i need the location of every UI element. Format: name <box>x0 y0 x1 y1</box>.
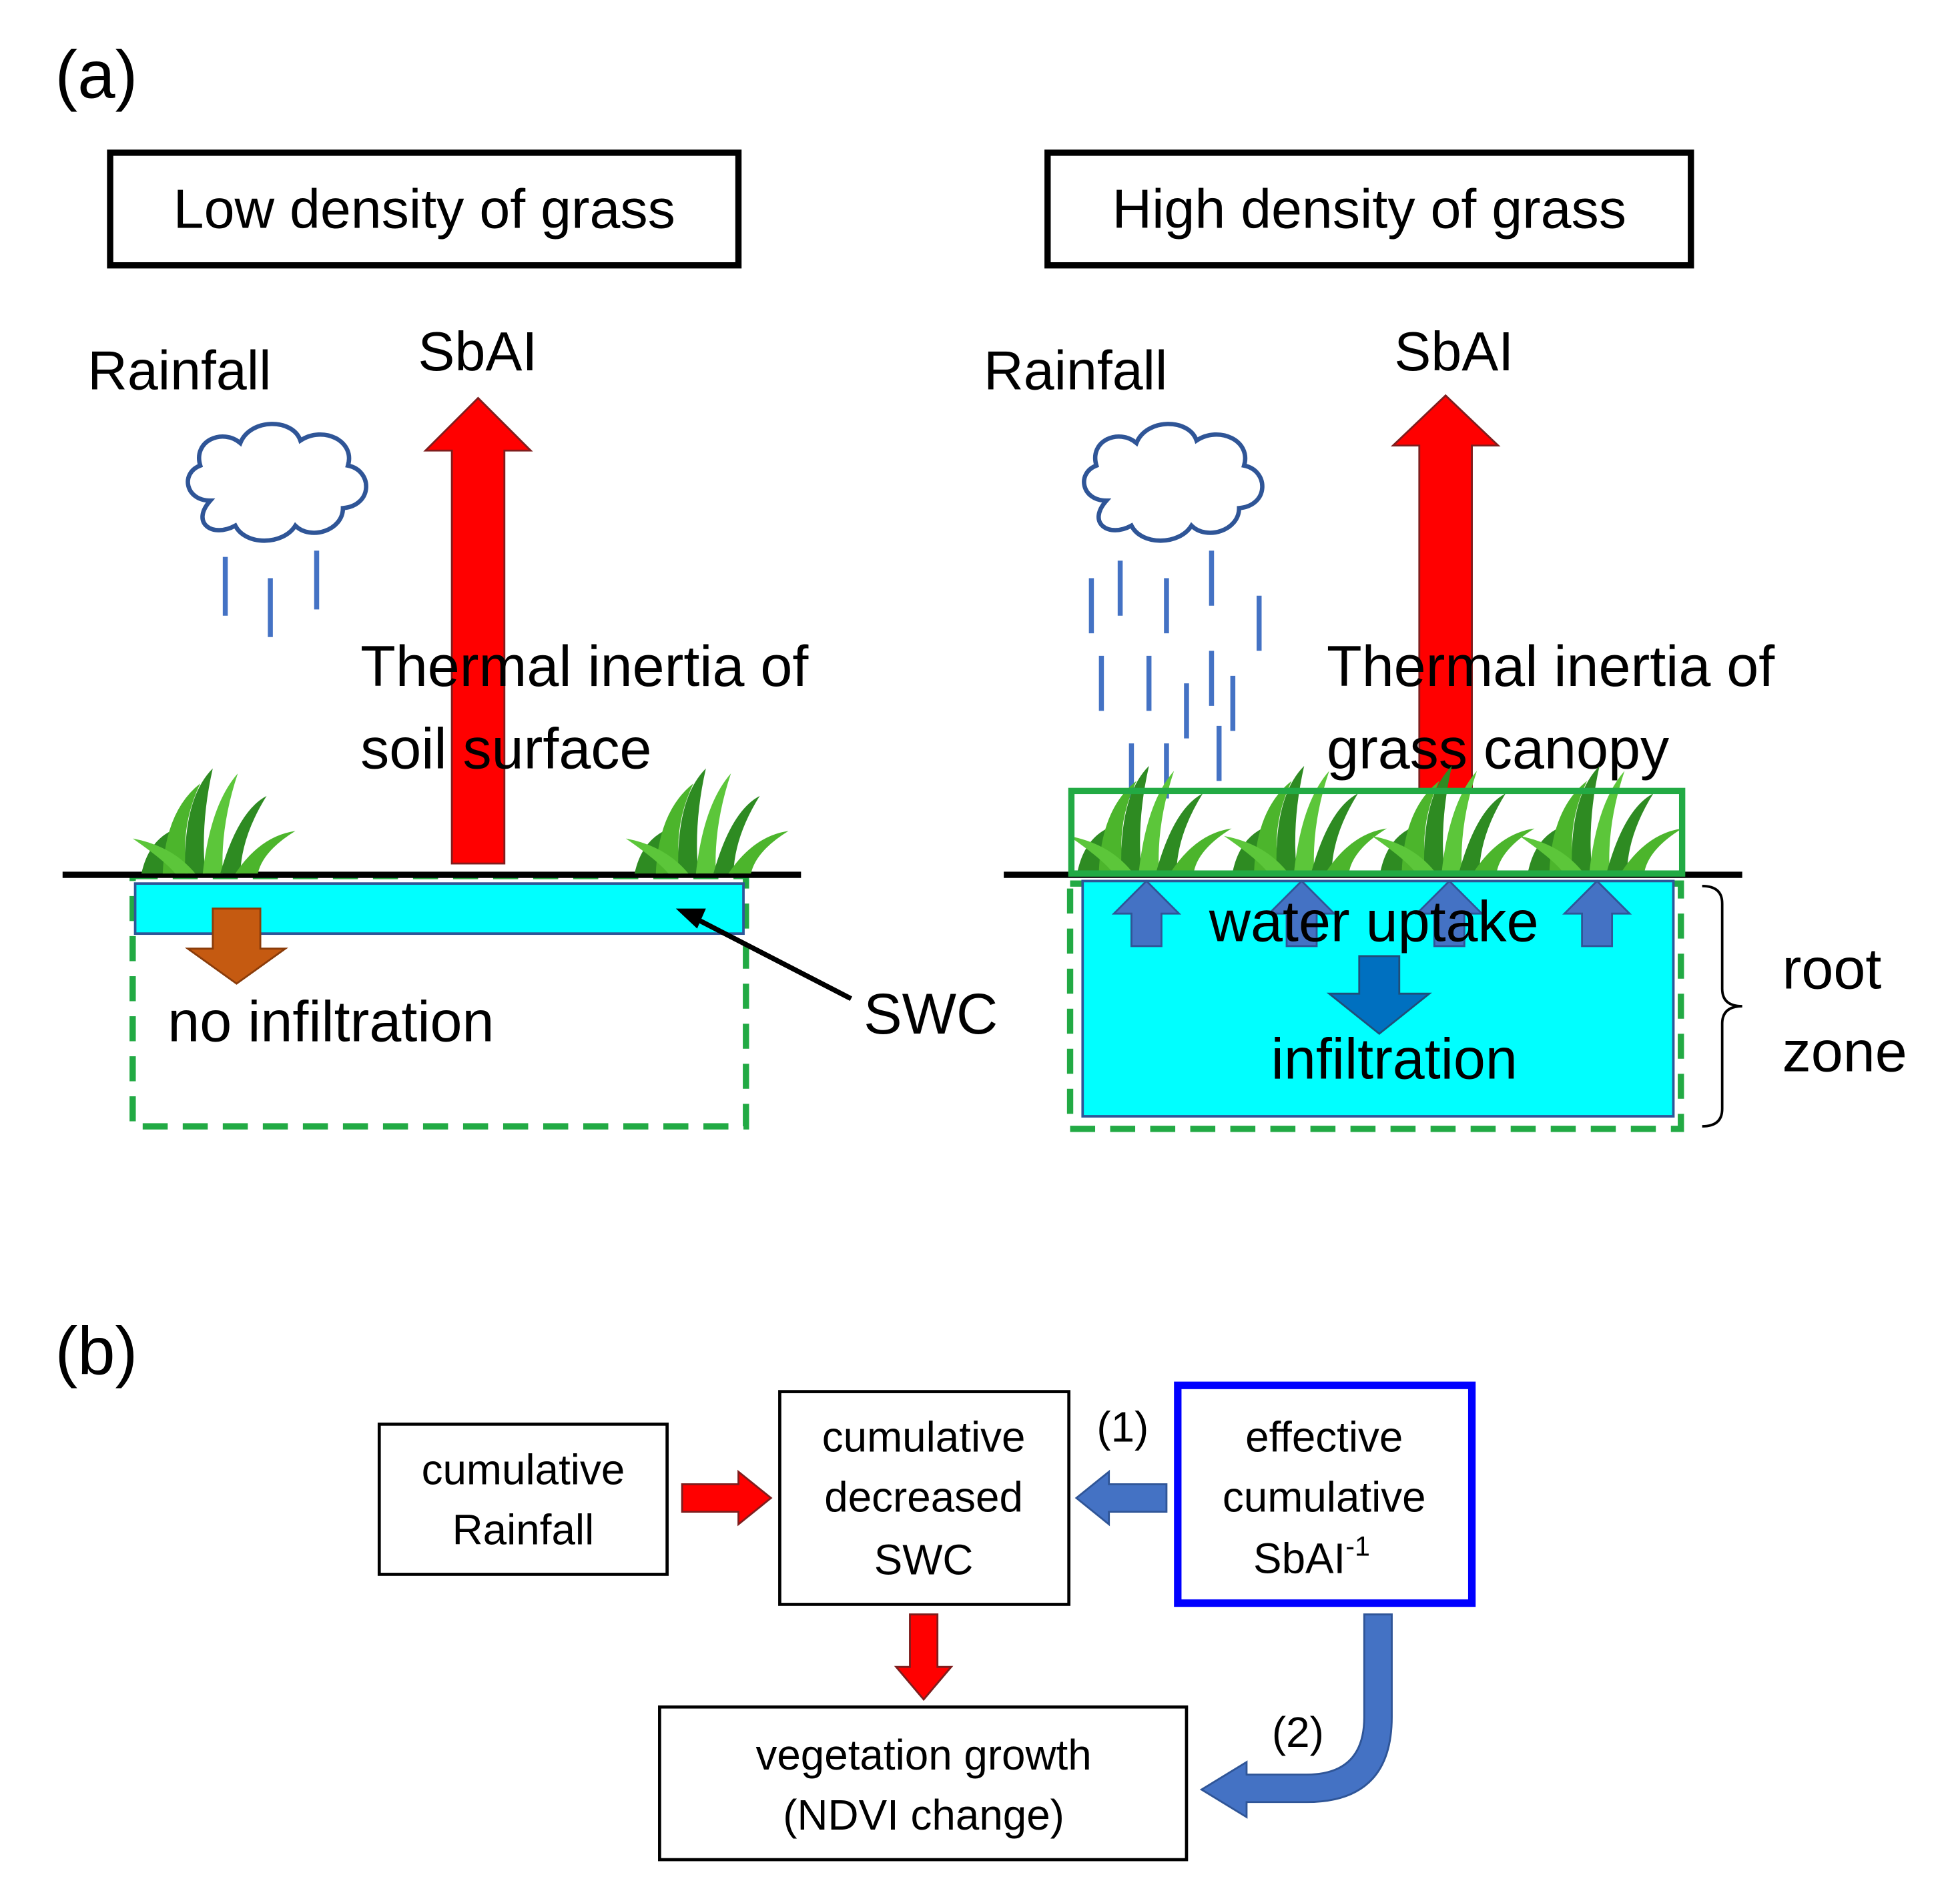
panel-a-label: (a) <box>55 37 138 112</box>
label-path-1: (1) <box>1096 1403 1149 1451</box>
left-title: Low density of grass <box>174 178 675 240</box>
right-sbai-arrow <box>1390 394 1501 792</box>
left-no-infiltration-arrow <box>184 907 288 985</box>
label-path-2: (2) <box>1272 1708 1324 1756</box>
left-sbai-arrow <box>423 396 533 865</box>
right-title: High density of grass <box>1112 178 1627 240</box>
root-zone-line1: root <box>1782 937 1882 1002</box>
right-sbai-label: SbAI <box>1394 321 1514 382</box>
box-effective-sbai <box>1174 1381 1476 1607</box>
panel-b-label: (b) <box>55 1313 138 1389</box>
right-canopy-box <box>1068 787 1686 877</box>
box-cumulative-rainfall <box>377 1423 669 1576</box>
box-rainfall-line2: Rainfall <box>452 1505 595 1553</box>
swc-pointer-line <box>689 913 853 1002</box>
root-zone-line2: zone <box>1782 1020 1907 1084</box>
left-title-box <box>107 149 742 269</box>
box-swc-line3: SWC <box>874 1535 974 1583</box>
right-infiltration-label: infiltration <box>1271 1028 1518 1092</box>
flowchart: cumulative Rainfall cumulative decreased… <box>377 1381 1476 1862</box>
box-sbai-line3: SbAI-1 <box>1253 1531 1370 1582</box>
uptake-arrow-2 <box>1267 879 1337 947</box>
right-grass-tuft-1 <box>1068 765 1232 871</box>
arrow-sbai-to-swc <box>1074 1469 1168 1527</box>
right-rainfall-label: Rainfall <box>984 340 1167 401</box>
arrow-rainfall-to-swc <box>681 1469 773 1527</box>
right-thermal-line1: Thermal inertia of <box>1327 635 1775 699</box>
arrow-swc-to-ndvi <box>894 1613 954 1701</box>
box-swc-line2: decreased <box>824 1473 1023 1521</box>
uptake-arrow-3 <box>1414 879 1484 947</box>
left-rain-drops <box>222 550 320 637</box>
left-scene: Low density of grass Rainfall SbAI Therm… <box>62 149 998 1130</box>
box-sbai-main: SbAI <box>1253 1535 1345 1583</box>
left-sbai-label: SbAI <box>418 321 537 382</box>
left-thermal-line1: Thermal inertia of <box>360 635 809 699</box>
left-cloud-icon <box>188 424 366 540</box>
left-root-zone <box>129 873 749 1130</box>
box-sbai-superscript: -1 <box>1345 1531 1370 1561</box>
left-thermal-line2: soil surface <box>360 717 651 781</box>
left-infiltration-label: no infiltration <box>168 990 494 1054</box>
right-rain-drops <box>1088 550 1262 799</box>
box-rainfall-line1: cumulative <box>422 1445 625 1493</box>
right-cloud-icon <box>1084 424 1262 540</box>
root-zone-brace <box>1702 885 1742 1128</box>
left-grass-tuft-2 <box>625 768 789 874</box>
box-ndvi-line1: vegetation growth <box>755 1731 1091 1779</box>
uptake-arrow-4 <box>1562 879 1632 947</box>
left-rainfall-label: Rainfall <box>87 340 271 401</box>
water-uptake-arrows <box>1111 879 1632 947</box>
box-sbai-line2: cumulative <box>1223 1473 1426 1521</box>
right-thermal-line2: grass canopy <box>1327 717 1669 781</box>
infiltration-arrow <box>1326 955 1432 1036</box>
left-grass-tuft-1 <box>132 768 296 874</box>
right-grass-tuft-2 <box>1224 765 1387 871</box>
box-ndvi-line2: (NDVI change) <box>783 1791 1064 1839</box>
box-cumulative-swc <box>778 1390 1071 1606</box>
box-swc-line1: cumulative <box>822 1413 1026 1461</box>
right-scene: High density of grass Rainfall SbAI Ther… <box>984 149 1907 1132</box>
right-grass-tuft-4 <box>1519 765 1682 871</box>
water-uptake-label: water uptake <box>1209 889 1539 954</box>
swc-label: SWC <box>864 982 998 1046</box>
box-sbai-line1: effective <box>1245 1413 1403 1461</box>
right-title-box <box>1044 149 1694 269</box>
uptake-arrow-1 <box>1111 879 1182 947</box>
arrow-sbai-to-ndvi <box>1199 1613 1393 1819</box>
swc-pointer-head <box>675 908 706 929</box>
box-vegetation-growth <box>658 1705 1189 1862</box>
